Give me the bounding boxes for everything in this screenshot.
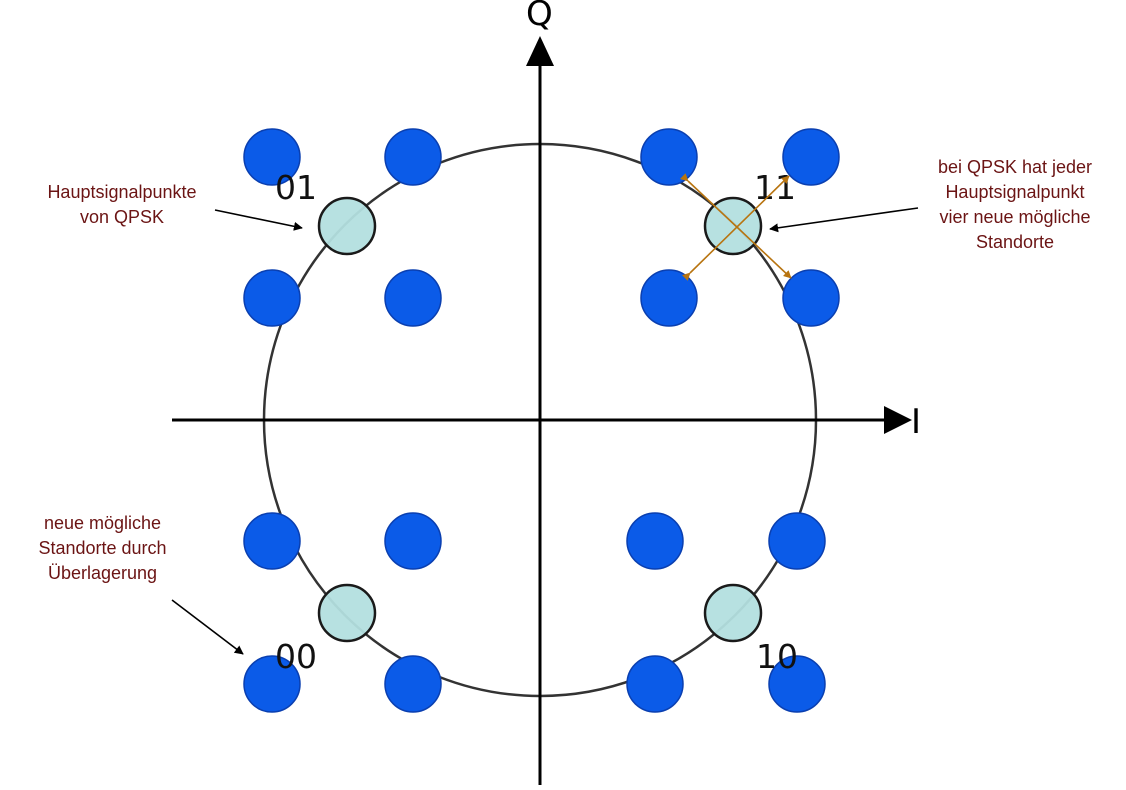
i-axis-label: I xyxy=(911,402,921,442)
new-location-point xyxy=(640,128,698,186)
annotation-superposition: neue mögliche Standorte durch Überlageru… xyxy=(0,511,205,586)
new-location-point xyxy=(384,655,442,713)
i-axis-arrowhead xyxy=(884,406,912,434)
annotation-line: Standorte durch xyxy=(38,538,167,558)
annotation-line: bei QPSK hat jeder xyxy=(937,157,1093,177)
new-location-point xyxy=(782,128,840,186)
annotation-line: neue mögliche xyxy=(43,513,162,533)
new-location-point xyxy=(384,128,442,186)
q-axis-arrowhead xyxy=(526,36,554,66)
new-location-point xyxy=(243,655,301,713)
main-point-11 xyxy=(703,196,763,256)
pointer-arrow-main-points xyxy=(214,209,303,231)
new-location-point xyxy=(384,269,442,327)
code-label-10: 10 xyxy=(756,637,798,676)
new-location-point xyxy=(626,512,684,570)
main-point-01 xyxy=(317,196,377,256)
annotation-line: Überlagerung xyxy=(47,563,158,583)
new-location-point xyxy=(626,655,684,713)
new-location-point xyxy=(782,269,840,327)
annotation-line: Hauptsignalpunkte xyxy=(47,182,197,202)
new-location-point xyxy=(384,512,442,570)
code-label-01: 01 xyxy=(275,168,317,207)
new-location-point xyxy=(768,655,826,713)
displacement-arrows xyxy=(680,173,792,281)
annotation-line: Standorte xyxy=(975,232,1055,252)
main-point-00 xyxy=(317,583,377,643)
new-location-point xyxy=(768,512,826,570)
pointer-arrow-four-locations xyxy=(769,207,919,233)
annotation-four-locations: bei QPSK hat jeder Hauptsignalpunkt vier… xyxy=(905,155,1125,255)
new-location-point xyxy=(243,512,301,570)
main-point-10 xyxy=(703,583,763,643)
pointer-arrow-superposition xyxy=(171,599,244,655)
annotation-main-points: Hauptsignalpunkte von QPSK xyxy=(22,180,222,230)
q-axis-label: Q xyxy=(526,0,553,34)
new-locations xyxy=(243,128,840,713)
annotation-line: vier neue mögliche xyxy=(939,207,1091,227)
code-label-11: 11 xyxy=(754,168,796,207)
code-label-00: 00 xyxy=(275,637,317,676)
displacement-arrow xyxy=(682,175,790,281)
new-location-point xyxy=(640,269,698,327)
new-location-point xyxy=(243,128,301,186)
new-location-point xyxy=(243,269,301,327)
annotation-line: von QPSK xyxy=(79,207,165,227)
annotation-line: Hauptsignalpunkt xyxy=(945,182,1085,202)
